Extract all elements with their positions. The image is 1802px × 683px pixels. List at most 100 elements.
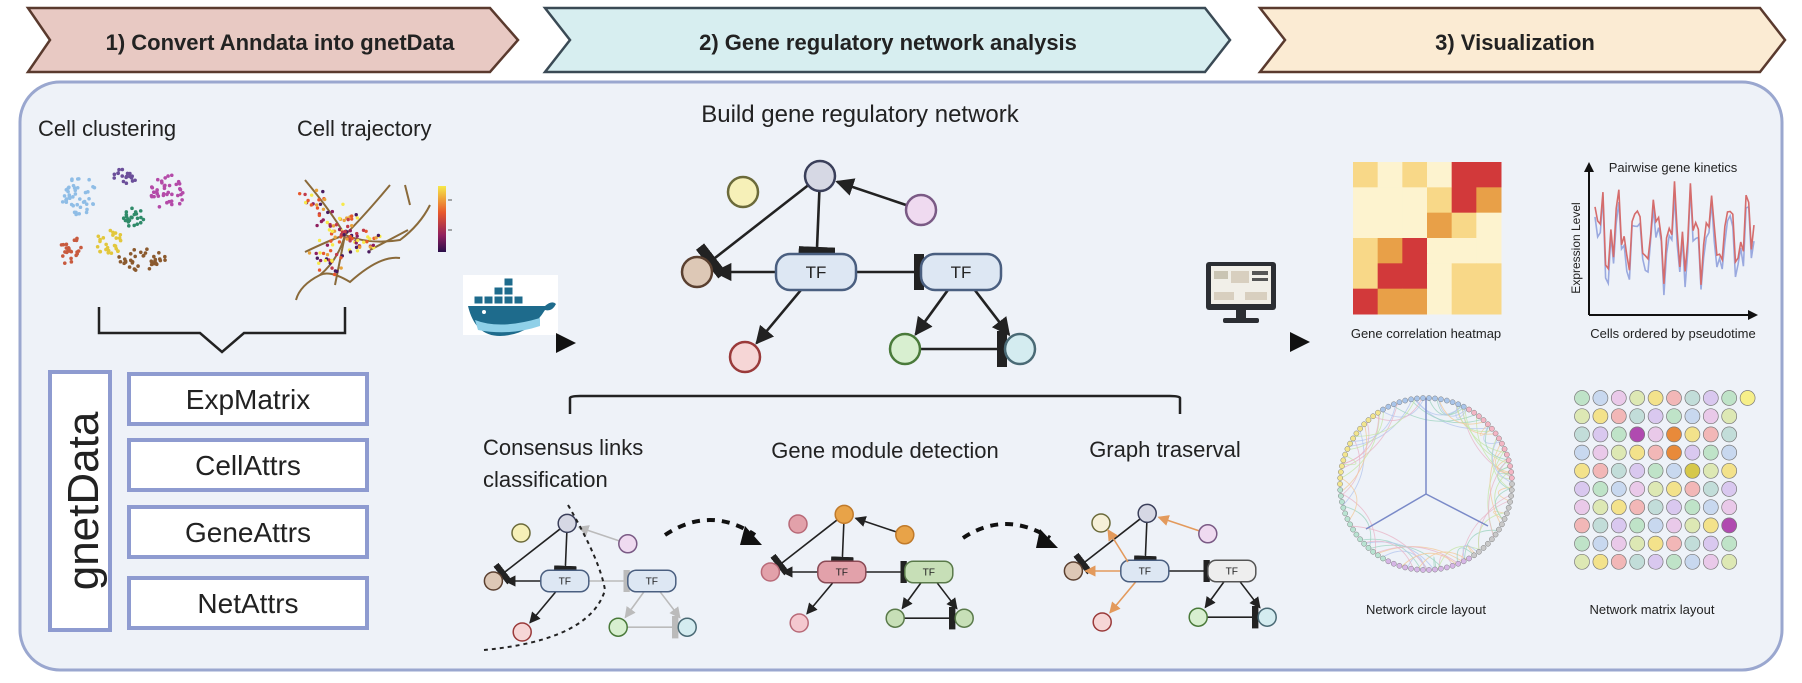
circle-node — [1408, 565, 1414, 572]
gene-node — [512, 622, 532, 642]
circle-node — [1390, 560, 1397, 567]
circle-node — [1476, 413, 1482, 420]
circle-edge — [1340, 477, 1358, 522]
matrix-node — [1666, 408, 1682, 425]
circle-edge — [1342, 454, 1357, 466]
cell-clustering-label: Cell clustering — [38, 116, 176, 141]
matrix-node — [1574, 553, 1590, 570]
circle-node — [1492, 531, 1499, 538]
attr-label: CellAttrs — [195, 450, 301, 481]
network-edge — [577, 525, 620, 542]
circle-node — [1504, 510, 1510, 517]
network-edge — [1107, 529, 1129, 563]
heatmap-cell — [1451, 212, 1477, 239]
kinetics-xlabel: Cells ordered by pseudotime — [1590, 326, 1755, 341]
matrix-node — [1647, 462, 1664, 479]
matrix-node — [1610, 426, 1627, 443]
circle-node — [1505, 504, 1512, 511]
tf-label: TF — [1139, 567, 1151, 578]
matrix-node — [1592, 426, 1609, 443]
heatmap-cell — [1451, 288, 1477, 315]
dashed-arrow-1 — [663, 518, 757, 537]
heatmap-cell — [1427, 263, 1453, 290]
methods-bracket — [568, 394, 1182, 414]
circle-edge — [1462, 544, 1479, 561]
tf-label: TF — [951, 263, 972, 282]
circle-caption: Network circle layout — [1366, 602, 1486, 617]
circle-node — [1489, 536, 1495, 543]
gene-node — [726, 175, 760, 209]
heatmap-cell — [1377, 288, 1403, 315]
attr-label: NetAttrs — [197, 588, 298, 619]
matrix-node — [1721, 553, 1738, 570]
circle-node — [1402, 564, 1408, 571]
build-grn-title: Build gene regulatory network — [701, 101, 1020, 128]
gene-node — [677, 617, 697, 637]
matrix-node — [1702, 462, 1719, 479]
matrix-node — [1647, 553, 1664, 570]
docker-icon — [463, 275, 558, 336]
heatmap-cell — [1476, 162, 1502, 188]
circle-edge — [1494, 487, 1513, 521]
matrix-node — [1629, 499, 1646, 516]
circle-edge — [1437, 545, 1482, 570]
circle-node — [1432, 395, 1438, 402]
tf-label: TF — [646, 577, 658, 588]
circle-node — [1466, 555, 1472, 562]
circle-node — [1402, 397, 1408, 404]
matrix-node — [1666, 444, 1682, 461]
circle-edge — [1342, 421, 1370, 465]
matrix-node — [1610, 499, 1627, 516]
circle-edge — [1340, 423, 1368, 493]
circle-node — [1499, 440, 1505, 447]
gene-node — [1137, 503, 1157, 524]
circle-node — [1426, 395, 1432, 401]
gene-node — [1198, 524, 1218, 544]
circle-edge — [1497, 465, 1512, 480]
gene-node — [834, 504, 854, 525]
circle-edge — [1369, 544, 1443, 569]
consensus-label-2: classification — [483, 467, 608, 492]
matrix-node — [1629, 553, 1646, 570]
heatmap-cell — [1353, 238, 1379, 264]
step-banner-3: 3) Visualization — [1257, 6, 1787, 74]
circle-node — [1337, 481, 1343, 487]
matrix-node — [1647, 535, 1664, 552]
heatmap-cell — [1377, 263, 1403, 290]
gene-node — [904, 193, 938, 227]
circle-edge — [1363, 540, 1415, 570]
circle-node — [1444, 397, 1450, 404]
attr-label: GeneAttrs — [185, 517, 311, 548]
merge-bracket — [97, 307, 347, 354]
step-banner-2: 2) Gene regulatory network analysis — [542, 6, 1232, 74]
tf-node — [1207, 559, 1257, 583]
circle-node — [1420, 395, 1426, 401]
circle-node — [1444, 564, 1450, 571]
circle-edge — [1425, 493, 1489, 527]
circle-node — [1471, 552, 1477, 559]
tf-node — [540, 569, 590, 593]
matrix-caption: Network matrix layout — [1590, 602, 1715, 617]
matrix-node — [1702, 426, 1719, 443]
circle-edge — [1340, 492, 1377, 554]
heatmap-cell — [1402, 238, 1428, 264]
tf-label: TF — [836, 568, 848, 579]
circle-node — [1339, 499, 1345, 505]
circle-node — [1385, 558, 1392, 565]
matrix-node — [1592, 481, 1609, 497]
tf-node — [919, 252, 1003, 292]
circle-node — [1338, 493, 1344, 499]
circle-node — [1438, 396, 1444, 403]
circle-node — [1342, 510, 1348, 517]
matrix-node — [1702, 517, 1719, 534]
matrix-node — [1592, 408, 1609, 425]
circle-edge — [1491, 437, 1513, 484]
matrix-node — [1610, 553, 1627, 570]
gene-node — [1188, 607, 1208, 627]
monitor-icon — [1206, 262, 1276, 323]
network-edge — [970, 285, 1011, 337]
gnetdata-title: gnetData — [59, 411, 108, 590]
matrix-node — [1574, 408, 1590, 425]
circle-edge — [1351, 403, 1397, 442]
circle-edge — [1381, 550, 1429, 571]
